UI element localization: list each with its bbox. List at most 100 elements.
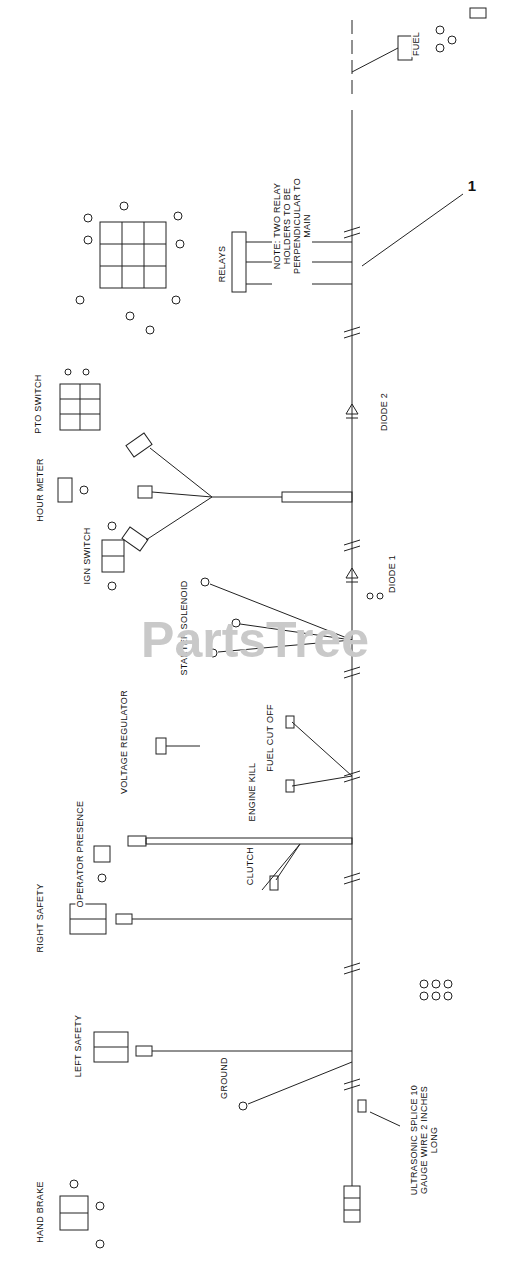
hand-brake-connector: [96, 1240, 104, 1248]
hand-brake-connector: [60, 1196, 88, 1230]
hand-brake-connector: [60, 1213, 88, 1214]
ground-lead: [248, 1062, 352, 1104]
clutch-cable: [128, 836, 146, 846]
voltage-regulator: [166, 746, 200, 747]
right-safety-switch: [116, 914, 132, 924]
relay-block: [100, 222, 166, 288]
relay-block: [84, 236, 92, 244]
pto-switch: [83, 369, 89, 375]
break-mark: [344, 667, 360, 678]
part-label: DIODE 1: [387, 554, 397, 594]
leader-line: [362, 194, 463, 266]
break-mark: [344, 873, 360, 884]
right-safety-switch: [70, 919, 106, 920]
relay-holder: [232, 232, 246, 292]
fuel-connector: [436, 26, 444, 34]
ultrasonic-splice: [444, 980, 452, 988]
ground-lead: [239, 1102, 247, 1110]
ign-switch: [102, 556, 124, 557]
clutch-cable: [128, 836, 352, 890]
pto-cable: [146, 448, 282, 540]
part-label: GROUND: [219, 1056, 229, 1100]
ign-switch: [102, 540, 124, 572]
clutch-cable: [262, 844, 300, 890]
note-text: ULTRASONIC SPLICE 10 GAUGE WIRE 2 INCHES…: [409, 1080, 439, 1200]
pto-cable: [122, 527, 148, 551]
relay-block: [174, 212, 182, 220]
pto-switch: [60, 384, 100, 430]
diode-symbol: [377, 593, 383, 599]
operator-presence: [94, 846, 110, 862]
right-safety-switch: [70, 904, 352, 934]
main-harness: [352, 48, 398, 72]
clutch-cable: [270, 876, 278, 890]
ultrasonic-splice: [432, 992, 440, 1000]
pto-cable: [138, 486, 152, 498]
diode-symbol: [346, 404, 383, 599]
engine-kill-leads: [286, 716, 294, 728]
callout-number: 1: [468, 178, 477, 194]
operator-presence: [98, 874, 106, 882]
hour-meter: [58, 478, 88, 502]
engine-kill-leads: [286, 780, 294, 792]
break-mark: [344, 963, 360, 974]
relay-block: [76, 296, 84, 304]
pto-switch: [60, 369, 100, 430]
left-safety-switch: [94, 1032, 128, 1062]
pto-cable: [126, 433, 152, 457]
pto-switch: [65, 369, 71, 375]
pto-cable: [282, 492, 352, 502]
ultrasonic-splice: [420, 980, 428, 988]
hand-brake-connector: [352, 1170, 353, 1186]
hand-brake-connector: [70, 1180, 78, 1188]
voltage-regulator: [156, 738, 200, 754]
relay-block: [146, 326, 154, 334]
part-label: CLUTCH: [245, 846, 255, 886]
part-label: PTO SWITCH: [33, 373, 43, 434]
fuel-connector: [398, 36, 412, 60]
hand-brake-connector: [344, 1186, 360, 1222]
part-label: DIODE 2: [379, 392, 389, 432]
hour-meter: [58, 478, 72, 502]
fuel-connector: [398, 8, 486, 60]
hand-brake-connector: [96, 1202, 104, 1210]
relay-block: [172, 296, 180, 304]
relay-block: [120, 202, 128, 210]
left-safety-switch: [136, 1046, 152, 1056]
leader-line: [362, 194, 463, 266]
operator-presence: [94, 846, 110, 882]
part-label: ENGINE KILL: [247, 762, 257, 823]
break-mark: [344, 1079, 360, 1090]
part-label: IGN SWITCH: [81, 527, 91, 586]
part-label: RELAYS: [217, 245, 227, 284]
ign-switch: [102, 522, 124, 590]
ground-lead: [239, 1062, 352, 1110]
ign-switch: [108, 522, 116, 530]
connector-label: FUEL: [411, 31, 421, 57]
ultrasonic-splice: [432, 980, 440, 988]
left-safety-switch: [94, 1047, 128, 1048]
relay-block: [126, 312, 134, 320]
fuel-connector: [436, 44, 444, 52]
relay-block: [100, 222, 166, 288]
diode-symbol: [367, 593, 373, 599]
starter-solenoid-leads: [201, 578, 209, 586]
part-label: OPERATOR PRESENCE: [75, 800, 85, 909]
left-safety-switch: [152, 1051, 352, 1052]
part-label: HOUR METER: [35, 457, 45, 523]
note-text: NOTE: TWO RELAY HOLDERS TO BE PERPENDICU…: [272, 166, 312, 286]
diode-symbol: [346, 404, 358, 418]
main-harness: [352, 20, 353, 95]
break-mark: [344, 227, 360, 238]
relay-block: [176, 240, 184, 248]
relay-block: [76, 202, 184, 334]
ultrasonic-splice: [444, 992, 452, 1000]
hand-brake-connector: [344, 1198, 360, 1210]
ultrasonic-splice: [370, 1112, 400, 1126]
watermark: PartsTree: [141, 613, 369, 667]
pto-switch: [60, 384, 100, 430]
part-label: VOLTAGE REGULATOR: [119, 689, 129, 795]
clutch-cable: [146, 838, 352, 844]
hand-brake-connector: [60, 1170, 360, 1248]
ultrasonic-splice: [420, 992, 428, 1000]
